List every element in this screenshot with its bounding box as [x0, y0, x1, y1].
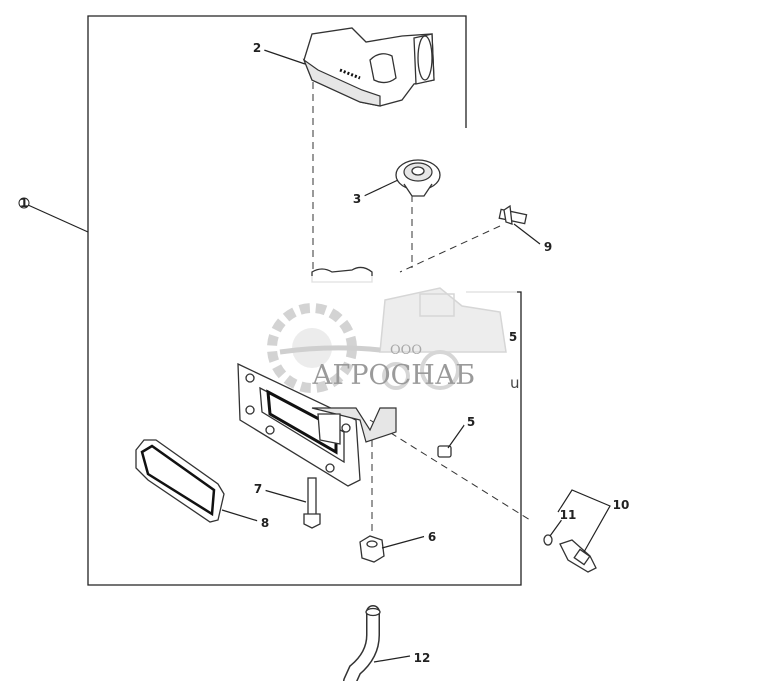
callout-9: 9: [540, 238, 556, 254]
gasket: [135, 439, 225, 523]
svg-text:1: 1: [20, 196, 28, 210]
svg-text:12: 12: [414, 651, 431, 665]
nut-6: [359, 535, 385, 563]
svg-text:6: 6: [428, 530, 436, 544]
callout-5a: 5: [506, 326, 520, 344]
watermark: ООО АГРОСНАБ u: [247, 276, 520, 406]
coolant-pipe: [343, 605, 381, 681]
svg-text:9: 9: [544, 240, 552, 254]
pump-cover: [237, 362, 397, 487]
svg-text:5: 5: [467, 415, 475, 429]
bolt-9: [498, 204, 528, 225]
plug-5: [437, 445, 452, 458]
callout-11: 11: [559, 505, 577, 523]
callout-3: 3: [349, 190, 365, 206]
leader-lines: [27, 49, 611, 663]
callout-12: 12: [412, 647, 432, 667]
assembly-lines: [312, 70, 531, 540]
callouts: 1 2 3 5 5 6 7 8: [18, 39, 631, 667]
svg-text:3: 3: [353, 192, 361, 206]
svg-text:8: 8: [261, 516, 269, 530]
svg-text:7: 7: [254, 482, 262, 496]
thermostat-housing: [302, 27, 435, 107]
svg-text:11: 11: [560, 508, 577, 522]
svg-text:5: 5: [509, 330, 517, 344]
svg-text:10: 10: [613, 498, 630, 512]
callout-8: 8: [257, 514, 273, 530]
watermark-small-text: ООО: [390, 343, 422, 358]
callout-5b: 5: [463, 413, 479, 429]
watermark-brand-text: АГРОСНАБ: [312, 360, 475, 391]
temperature-sensor: [543, 534, 597, 573]
callout-7: 7: [250, 480, 266, 496]
callout-1: 1: [18, 196, 30, 210]
svg-text:2: 2: [253, 41, 261, 55]
bolt-7: [303, 477, 321, 529]
thermostat: [395, 159, 441, 197]
watermark-suffix-text: u: [510, 374, 520, 392]
callout-2: 2: [249, 39, 265, 55]
callout-6: 6: [424, 528, 440, 544]
callout-10: 10: [611, 494, 631, 514]
